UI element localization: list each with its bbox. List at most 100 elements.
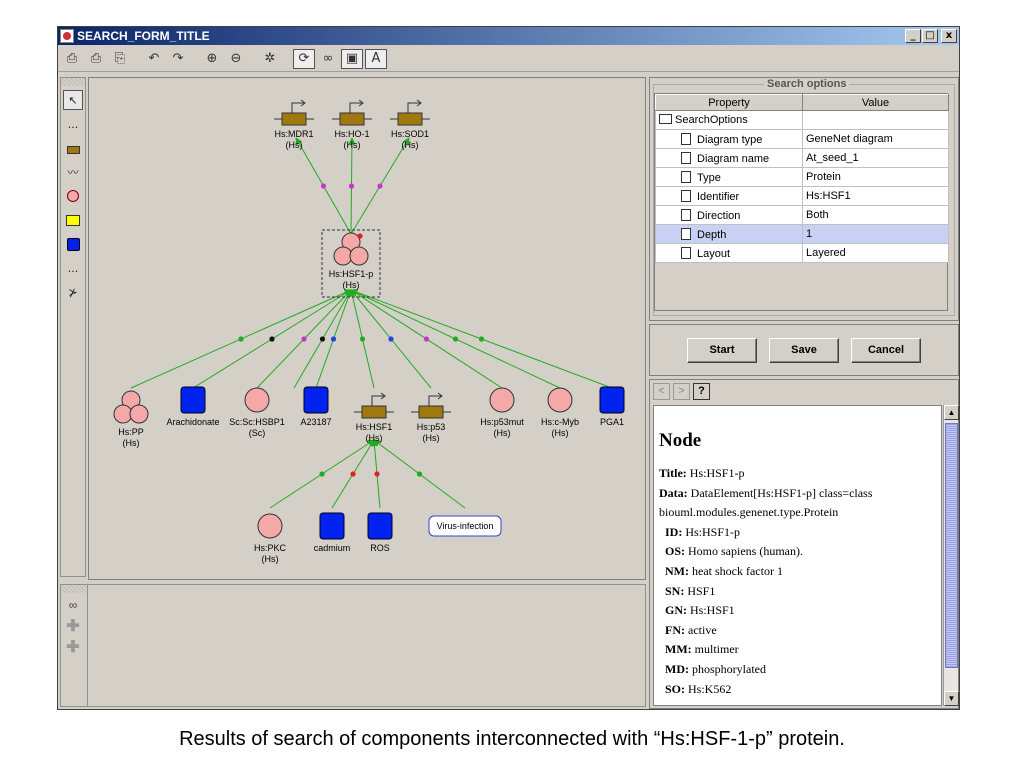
table-row-selected[interactable]: Depth 1: [655, 224, 949, 244]
add-more-icon[interactable]: ✚: [66, 639, 80, 656]
node-sod1[interactable]: Hs:SOD1(Hs): [390, 99, 430, 150]
property-label: Direction: [697, 209, 741, 222]
info-scrollbar[interactable]: ▲ ▼: [943, 405, 959, 706]
node-organism: (Hs): [343, 280, 360, 290]
node-hsf1p[interactable]: Hs:HSF1-p(Hs): [321, 229, 381, 298]
more-dots-icon[interactable]: ...: [67, 117, 79, 131]
print-icon[interactable]: ⎙: [66, 51, 78, 66]
promoter-arrowhead: [380, 392, 386, 400]
node-arachidonate[interactable]: Arachidonate: [166, 386, 220, 427]
node-name: Hs:HSF1: [356, 422, 393, 432]
protein-tool-icon[interactable]: [63, 186, 83, 206]
node-p53[interactable]: Hs:p53(Hs): [411, 392, 451, 443]
scroll-up-icon[interactable]: ▲: [944, 405, 959, 420]
field-value: Hs:HSF1-p: [685, 524, 741, 539]
relation-tool-icon[interactable]: ⊁: [68, 285, 78, 299]
node-p53mut[interactable]: Hs:p53mut(Hs): [480, 387, 524, 438]
palette-grip[interactable]: [61, 78, 85, 86]
forward-icon[interactable]: >: [673, 382, 690, 400]
start-button[interactable]: Start: [687, 337, 757, 363]
property-label: Depth: [697, 228, 727, 241]
node-hsbp1[interactable]: Sc:Sc:HSBP1(Sc): [229, 387, 285, 438]
binoculars-icon[interactable]: ∞: [322, 51, 334, 66]
node-pkc[interactable]: Hs:PKC(Hs): [254, 513, 287, 564]
selection-box: [321, 229, 381, 298]
node-cmyb[interactable]: Hs:c-Myb(Hs): [541, 387, 579, 438]
property-value[interactable]: 1: [802, 224, 949, 244]
maximize-button[interactable]: □: [922, 29, 938, 43]
promoter-arrow: [407, 102, 420, 113]
node-a23187[interactable]: A23187: [300, 386, 332, 427]
reaction-dot: [269, 336, 275, 342]
help-icon[interactable]: ?: [693, 382, 710, 400]
more-dots-icon[interactable]: ...: [67, 261, 79, 275]
data-value-2: biouml.modules.genenet.type.Protein: [659, 505, 839, 520]
cancel-button[interactable]: Cancel: [851, 337, 921, 363]
add-icon[interactable]: ✚: [66, 618, 80, 635]
zoom-out-icon[interactable]: ⊖: [230, 51, 242, 66]
substance-tool-icon[interactable]: [63, 234, 83, 254]
column-header-value[interactable]: Value: [802, 94, 949, 111]
property-value[interactable]: Both: [802, 205, 949, 225]
text-icon[interactable]: A: [365, 48, 387, 69]
property-value[interactable]: Layered: [802, 243, 949, 263]
node-hsf1[interactable]: Hs:HSF1(Hs): [354, 392, 394, 443]
node-pp[interactable]: Hs:PP(Hs): [113, 390, 149, 448]
title-bar[interactable]: SEARCH_FORM_TITLE _ □ x: [58, 27, 959, 45]
save-button[interactable]: Save: [769, 337, 839, 363]
table-row[interactable]: Layout Layered: [655, 243, 949, 263]
protein-circle: [333, 246, 353, 266]
property-value[interactable]: Hs:HSF1: [802, 186, 949, 206]
node-mdr1[interactable]: Hs:MDR1(Hs): [274, 99, 314, 150]
node-pga1[interactable]: PGA1: [599, 386, 625, 427]
table-row[interactable]: Direction Both: [655, 205, 949, 225]
table-row[interactable]: Diagram type GeneNet diagram: [655, 129, 949, 149]
property-table[interactable]: Property Value SearchOptions Diagram typ…: [654, 93, 949, 311]
substance-box: [367, 512, 393, 540]
diagram-canvas[interactable]: Hs:MDR1(Hs) Hs:HO-1(Hs) Hs:SOD1(Hs) Hs:HSF1…: [88, 77, 646, 580]
info-panel: < > ? Node Title: Hs:HSF1-p Data: DataEl…: [649, 379, 959, 709]
page-setup-icon[interactable]: ⎘: [114, 51, 126, 66]
settings-icon[interactable]: ▣: [341, 48, 363, 69]
undo-icon[interactable]: ↶: [148, 51, 160, 66]
node-ros[interactable]: ROS: [367, 512, 393, 553]
scroll-down-icon[interactable]: ▼: [944, 691, 959, 706]
table-row[interactable]: Identifier Hs:HSF1: [655, 186, 949, 206]
compartment-tool-icon[interactable]: [63, 210, 83, 230]
toolbar: ⎙ ⎙ ⎘ ↶ ↷ ⊕ ⊖ ✲ ⟳ ∞ ▣ A: [58, 46, 959, 72]
node-virus[interactable]: Virus-infection: [428, 515, 502, 537]
gene-box: [397, 112, 423, 126]
zoom-in-icon[interactable]: ⊕: [206, 51, 218, 66]
select-arrow-icon[interactable]: ↖: [63, 90, 83, 110]
property-value[interactable]: At_seed_1: [802, 148, 949, 168]
field-value: Homo sapiens (human).: [688, 544, 803, 559]
reaction-tool-icon[interactable]: 〰: [67, 166, 79, 179]
reaction-dot: [319, 336, 326, 342]
layout-icon[interactable]: ✲: [264, 51, 276, 66]
protein-circle: [257, 513, 283, 539]
minimize-button[interactable]: _: [905, 29, 921, 43]
panel-grip[interactable]: [61, 585, 86, 593]
node-organism: (Hs): [286, 140, 303, 150]
field-label: GN:: [665, 603, 687, 618]
results-area[interactable]: [87, 585, 645, 706]
node-cadmium[interactable]: cadmium: [314, 512, 351, 553]
close-button[interactable]: x: [941, 29, 957, 43]
refresh-icon[interactable]: ⟳: [293, 48, 315, 69]
property-value[interactable]: Protein: [802, 167, 949, 187]
reaction-dot: [374, 471, 380, 477]
gene-tool-icon[interactable]: [63, 138, 83, 158]
binoculars-icon[interactable]: ∞: [68, 598, 78, 612]
reaction-dot: [320, 183, 327, 189]
table-row[interactable]: Diagram name At_seed_1: [655, 148, 949, 168]
scroll-thumb[interactable]: [945, 423, 958, 668]
table-row[interactable]: Type Protein: [655, 167, 949, 187]
print-preview-icon[interactable]: ⎙: [90, 51, 102, 66]
node-ho1[interactable]: Hs:HO-1(Hs): [332, 99, 372, 150]
redo-icon[interactable]: ↷: [172, 51, 184, 66]
back-icon[interactable]: <: [653, 382, 670, 400]
table-row[interactable]: SearchOptions: [655, 110, 949, 130]
property-value[interactable]: GeneNet diagram: [802, 129, 949, 149]
column-header-property[interactable]: Property: [655, 94, 803, 111]
diagram-svg[interactable]: Hs:MDR1(Hs) Hs:HO-1(Hs) Hs:SOD1(Hs) Hs:HSF1…: [89, 78, 645, 579]
